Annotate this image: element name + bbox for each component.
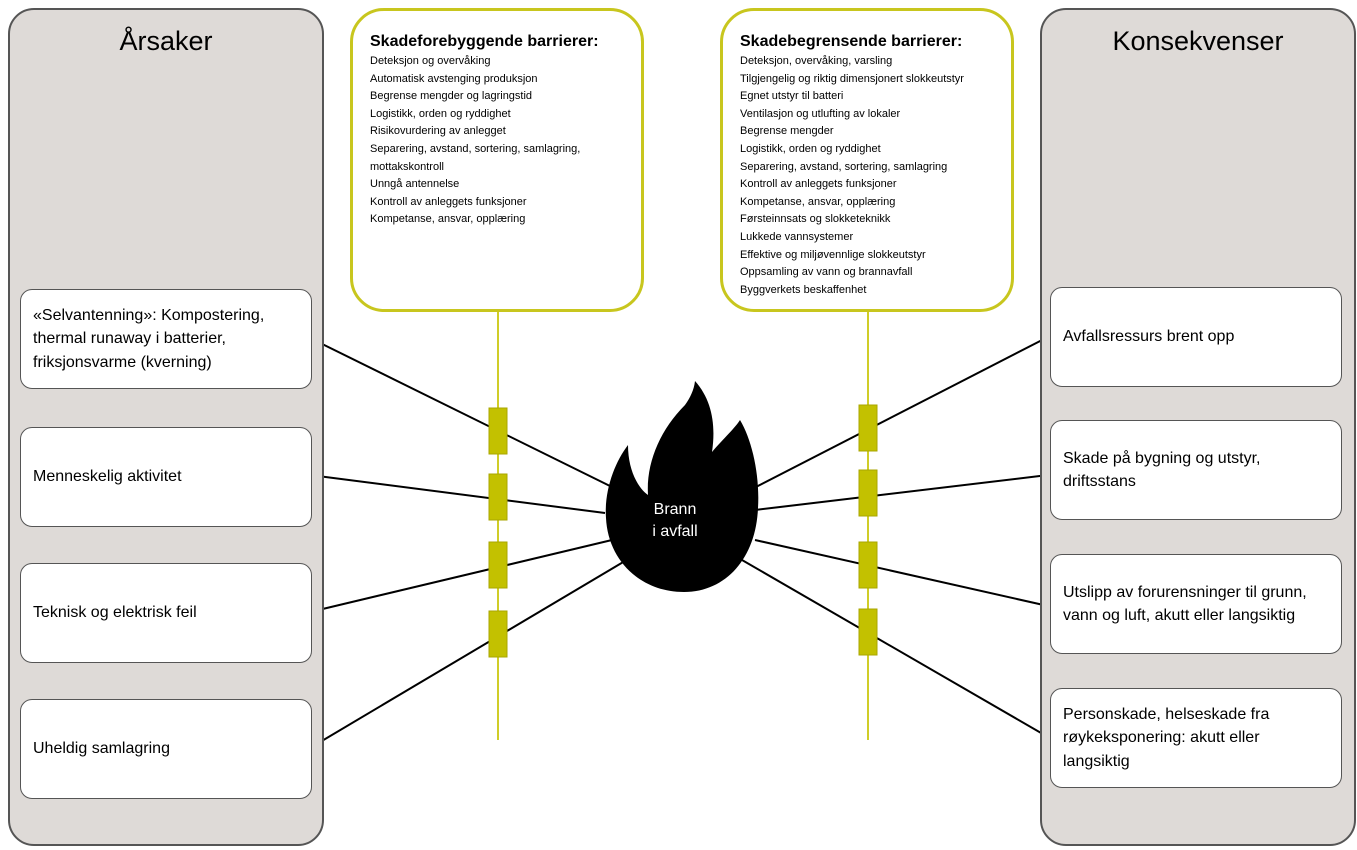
barrier-item: Førsteinnsats og slokketeknikk — [740, 213, 891, 226]
consequence-box-resource-burnt: Avfallsressurs brent opp — [1050, 287, 1342, 387]
barrier-item: Begrense mengder og lagringstid — [370, 90, 533, 103]
barrier-item: Kontroll av anleggets funksjoner — [370, 195, 527, 208]
cause-label: Uheldig samlagring — [33, 740, 170, 758]
barrier-item: Byggverkets beskaffenhet — [740, 283, 867, 296]
barrier-item: Kompetanse, ansvar, opplæring — [740, 195, 896, 208]
barrier-item: Begrense mengder — [740, 125, 834, 138]
consequence-label: Personskade, helseskade fra røykeksponer… — [1063, 706, 1270, 770]
barrier-item: mottakskontroll — [370, 160, 444, 173]
cause-label: Teknisk og elektrisk feil — [33, 604, 197, 622]
cause-box-human-activity: Menneskelig aktivitet — [20, 427, 312, 527]
connector-consequence-1 — [749, 336, 1049, 491]
preventive-barriers-list: Deteksjon og overvåking Automatisk avste… — [370, 53, 627, 229]
cause-box-technical-fault: Teknisk og elektrisk feil — [20, 563, 312, 663]
fire-label: Brann i avfall — [615, 499, 735, 542]
consequence-box-pollution: Utslipp av forurensninger til grunn, van… — [1050, 554, 1342, 654]
barrier-block — [488, 473, 508, 521]
consequence-box-building-damage: Skade på bygning og utstyr, driftsstans — [1050, 420, 1342, 520]
consequences-title: Konsekvenser — [1112, 26, 1284, 56]
consequence-label: Skade på bygning og utstyr, driftsstans — [1063, 449, 1261, 490]
cause-box-self-ignition: «Selvantenning»: Kompostering, thermal r… — [20, 289, 312, 389]
connector-cause-1 — [309, 337, 613, 488]
barrier-item: Automatisk avstenging produksjon — [370, 72, 538, 85]
cause-box-storage: Uheldig samlagring — [20, 699, 312, 799]
barrier-block — [858, 541, 878, 589]
barrier-block — [858, 469, 878, 517]
barrier-block — [488, 541, 508, 589]
consequence-box-personal-injury: Personskade, helseskade fra røykeksponer… — [1050, 688, 1342, 788]
barrier-item: Ventilasjon og utlufting av lokaler — [740, 107, 901, 120]
barrier-block — [488, 407, 508, 455]
fire-label-line1: Brann — [653, 501, 697, 518]
causes-panel: Årsaker «Selvantenning»: Kompostering, t… — [8, 8, 324, 846]
barrier-block — [858, 404, 878, 452]
connector-cause-2 — [309, 474, 606, 514]
barrier-item: Tilgjengelig og riktig dimensjonert slok… — [740, 72, 964, 85]
cause-label: Menneskelig aktivitet — [33, 468, 182, 486]
mitigating-barriers-box: Skadebegrensende barrierer: Deteksjon, o… — [720, 8, 1014, 312]
fire-icon — [605, 381, 759, 592]
barrier-item: Kontroll av anleggets funksjoner — [740, 178, 897, 191]
barrier-item: Risikovurdering av anlegget — [370, 125, 506, 138]
barrier-item: Separering, avstand, sortering, samlagri… — [740, 160, 948, 173]
preventive-barriers-title: Skadeforebyggende barrierer: — [370, 33, 599, 50]
barrier-item: Effektive og miljøvennlige slokkeutstyr — [740, 248, 926, 261]
connector-consequence-4 — [741, 559, 1049, 738]
barrier-item: Egnet utstyr til batteri — [740, 90, 844, 103]
barrier-item: Deteksjon og overvåking — [370, 55, 491, 67]
barrier-item: Deteksjon, overvåking, varsling — [740, 55, 893, 67]
connector-consequence-3 — [754, 539, 1049, 607]
barrier-block — [488, 610, 508, 658]
fire-label-line2: i avfall — [652, 522, 698, 540]
barrier-item: Separering, avstand, sortering, samlagri… — [370, 142, 581, 155]
barrier-item: Logistikk, orden og ryddighet — [370, 107, 511, 120]
mitigating-barriers-title: Skadebegrensende barrierer: — [740, 33, 963, 50]
barrier-item: Oppsamling av vann og brannavfall — [740, 266, 913, 279]
barrier-item: Unngå antennelse — [370, 178, 460, 191]
consequence-label: Avfallsressurs brent opp — [1063, 328, 1235, 346]
barrier-block — [858, 608, 878, 656]
cause-label: «Selvantenning»: Kompostering, thermal r… — [33, 307, 265, 371]
connector-cause-3 — [309, 539, 613, 613]
barrier-item: Logistikk, orden og ryddighet — [740, 142, 881, 155]
consequence-label: Utslipp av forurensninger til grunn, van… — [1063, 583, 1307, 624]
connector-cause-4 — [309, 557, 631, 749]
mitigating-barriers-list: Deteksjon, overvåking, varsling Tilgjeng… — [740, 53, 997, 299]
consequences-panel: Konsekvenser Avfallsressurs brent opp Sk… — [1040, 8, 1356, 846]
preventive-barriers-box: Skadeforebyggende barrierer: Deteksjon o… — [350, 8, 644, 312]
causes-title: Årsaker — [119, 26, 213, 56]
barrier-item: Kompetanse, ansvar, opplæring — [370, 213, 526, 226]
connector-consequence-2 — [754, 474, 1049, 511]
barrier-item: Lukkede vannsystemer — [740, 230, 854, 243]
